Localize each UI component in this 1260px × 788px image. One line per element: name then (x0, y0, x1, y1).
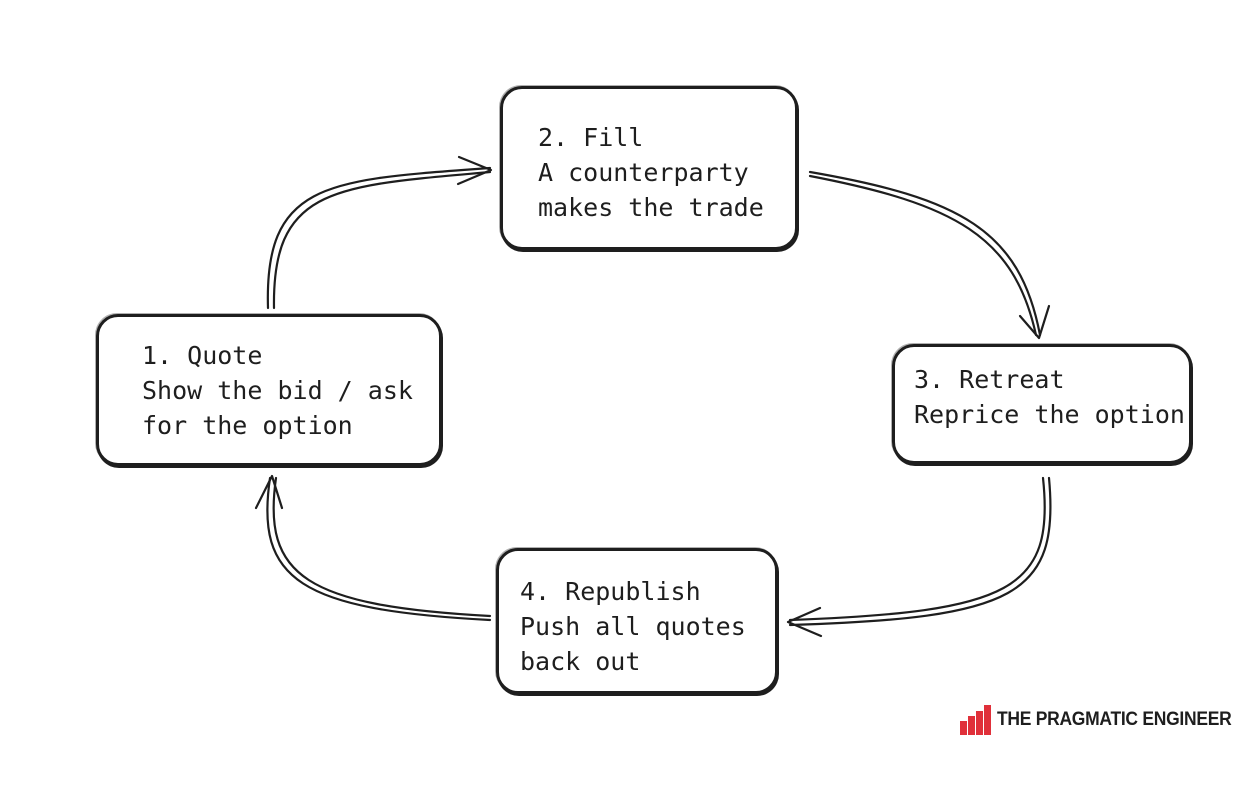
node-republish-line: back out (520, 647, 641, 676)
node-retreat[interactable] (892, 344, 1192, 464)
node-republish-line: Push all quotes (520, 612, 746, 641)
node-republish-text: 4. Republish Push all quotes back out (520, 574, 746, 679)
node-retreat-title: 3. Retreat (914, 365, 1065, 394)
edge-retreat-to-republish (786, 476, 1052, 638)
brand-name: THE PRAGMATIC ENGINEER (997, 709, 1232, 730)
node-quote-text: 1. Quote Show the bid / ask for the opti… (142, 338, 413, 443)
edge-republish-to-quote (254, 474, 492, 622)
node-quote-line: Show the bid / ask (142, 376, 413, 405)
node-fill-title: 2. Fill (538, 123, 644, 152)
node-republish[interactable] (496, 548, 778, 694)
node-quote[interactable] (96, 314, 442, 466)
node-fill-line: makes the trade (538, 193, 764, 222)
node-fill-line: A counterparty (538, 158, 749, 187)
node-fill[interactable] (500, 86, 798, 250)
node-retreat-line: Reprice the option (914, 400, 1185, 429)
edge-fill-to-retreat (808, 170, 1051, 340)
edge-quote-to-fill (266, 155, 493, 310)
brand: THE PRAGMATIC ENGINEER (960, 705, 1252, 735)
node-republish-title: 4. Republish (520, 577, 701, 606)
node-fill-text: 2. Fill A counterparty makes the trade (538, 120, 764, 225)
bar-chart-logo-icon (960, 705, 992, 735)
node-quote-line: for the option (142, 411, 353, 440)
node-quote-title: 1. Quote (142, 341, 263, 370)
node-retreat-text: 3. Retreat Reprice the option (914, 362, 1185, 432)
